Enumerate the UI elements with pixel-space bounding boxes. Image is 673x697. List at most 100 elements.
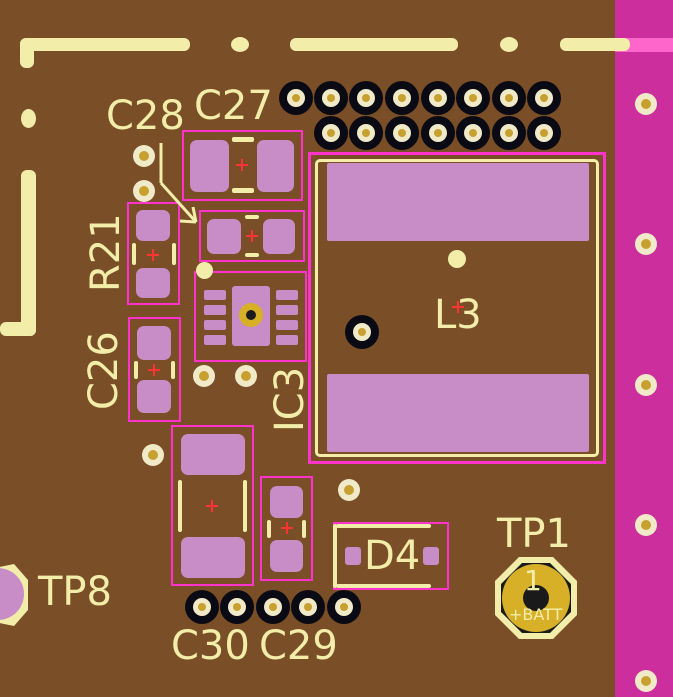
silkscreen-outline [267, 520, 271, 538]
header-hole [527, 81, 561, 115]
silkscreen-outline [232, 188, 254, 193]
c29-pad [270, 540, 303, 572]
header-hole [385, 116, 419, 150]
tp1-net-label: +BATT [509, 605, 563, 624]
l3-center-mark [452, 301, 464, 313]
header-hole [456, 81, 490, 115]
header-hole [349, 81, 383, 115]
ic3-pin [276, 335, 298, 345]
silkscreen-outline [290, 38, 458, 51]
header-hole [279, 81, 313, 115]
c26-courtyard [128, 317, 181, 422]
silkscreen-outline [245, 253, 259, 257]
header-hole [185, 590, 219, 624]
ref-c28: C28 [106, 93, 185, 139]
silkscreen-outline [20, 38, 34, 68]
ref-tp8: TP8 [38, 569, 113, 615]
d4-pad [345, 547, 361, 565]
via [133, 180, 155, 202]
header-hole [314, 116, 348, 150]
c30-center-mark [206, 500, 218, 512]
silkscreen-outline [336, 584, 431, 588]
silkscreen-dot [231, 37, 249, 52]
silkscreen-outline [134, 361, 138, 379]
ref-tp1: TP1 [497, 511, 572, 557]
c26-center-mark [148, 364, 160, 376]
silkscreen-outline [0, 322, 36, 336]
c29-pad [270, 486, 303, 518]
r21-pad [136, 210, 170, 241]
ref-d4: D4 [364, 533, 421, 579]
edge-via [635, 233, 657, 255]
header-hole [492, 116, 526, 150]
c30-courtyard [171, 425, 254, 586]
c28-center-mark [246, 230, 258, 242]
header-hole [385, 81, 419, 115]
silkscreen-outline [178, 480, 182, 532]
c28-pad [207, 219, 241, 254]
c27-pad [257, 140, 294, 192]
ref-c26: C26 [81, 331, 127, 410]
ref-l3: L3 [434, 292, 482, 338]
board-edge [615, 0, 673, 697]
silkscreen-outline [333, 524, 337, 588]
silkscreen-outline [302, 520, 306, 538]
silkscreen-outline [171, 361, 175, 379]
edge-via [635, 670, 657, 692]
c30-pad [181, 434, 245, 475]
silkscreen-outline [172, 243, 176, 265]
header-hole [421, 116, 455, 150]
ic3-pin [204, 335, 226, 345]
ic3-pin1-marker [196, 262, 213, 279]
r21-pad [136, 268, 170, 298]
ic3-pin [204, 320, 226, 330]
via [235, 365, 257, 387]
c27-pad [190, 140, 229, 192]
silkscreen-outline [243, 480, 247, 532]
l3-pin1-marker [448, 250, 466, 268]
via [142, 444, 164, 466]
header-hole [456, 116, 490, 150]
silkscreen-outline [21, 170, 36, 336]
r21-courtyard [127, 202, 180, 305]
header-hole [527, 116, 561, 150]
header-hole [492, 81, 526, 115]
ref-r21: R21 [83, 213, 129, 292]
ic3-pin [276, 290, 298, 300]
c29-courtyard [260, 476, 313, 581]
l3-courtyard [308, 152, 606, 464]
c27-courtyard [182, 130, 303, 201]
silkscreen-outline [560, 38, 630, 51]
silkscreen-outline [20, 38, 190, 51]
header-hole [220, 590, 254, 624]
header-hole [327, 590, 361, 624]
ref-c29: C29 [259, 623, 338, 669]
edge-via [635, 93, 657, 115]
c26-pad [137, 380, 171, 413]
via [133, 145, 155, 167]
c28-courtyard [199, 210, 305, 262]
via [338, 479, 360, 501]
ic3-pin [204, 305, 226, 315]
c30-pad [181, 537, 245, 578]
silkscreen-outline [132, 243, 136, 265]
header-hole [421, 81, 455, 115]
silkscreen-dot [500, 37, 518, 52]
ic3-pin [276, 305, 298, 315]
ref-ic3: IC3 [267, 366, 313, 432]
d4-pad [423, 547, 439, 565]
l3-body-outline [315, 159, 599, 457]
mounting-hole [345, 315, 379, 349]
ref-c30: C30 [171, 623, 250, 669]
header-hole [291, 590, 325, 624]
ic3-pin [276, 320, 298, 330]
header-hole [256, 590, 290, 624]
silkscreen-dot [21, 109, 36, 128]
ic3-courtyard [194, 271, 307, 362]
c26-pad [137, 326, 171, 360]
edge-via [635, 374, 657, 396]
silkscreen-outline [245, 215, 259, 219]
l3-pad [327, 374, 589, 452]
c27-center-mark [236, 159, 248, 171]
